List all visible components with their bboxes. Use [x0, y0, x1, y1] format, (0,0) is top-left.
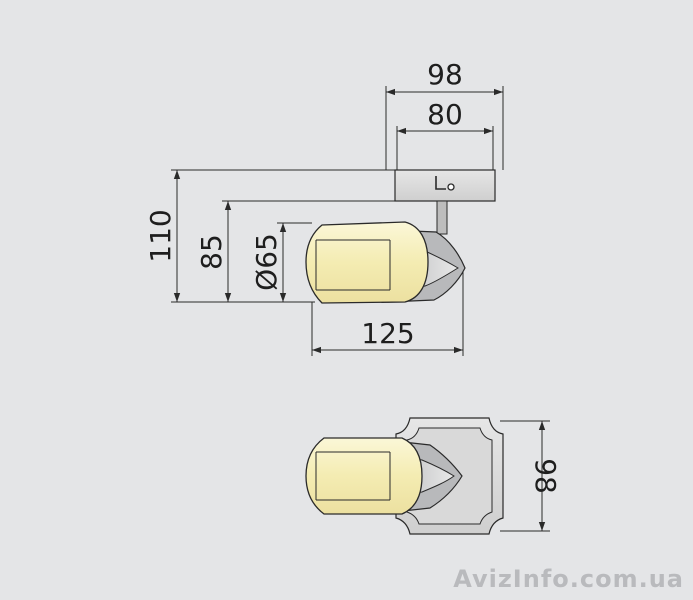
- lamp-head: [305, 221, 466, 304]
- top-view: [305, 417, 550, 535]
- ceiling-base: [394, 169, 496, 202]
- watermark: AvizInfo.com.ua: [453, 565, 684, 593]
- switch-icon: [435, 176, 446, 190]
- dim-label-85: 85: [195, 234, 228, 270]
- dim-label-80: 80: [427, 98, 463, 131]
- lamp-head-top: [305, 437, 463, 515]
- stem: [436, 200, 448, 235]
- dim-label-98-top: 98: [427, 58, 463, 91]
- dim-label-125: 125: [361, 317, 414, 350]
- dim-label-65: Ø65: [250, 233, 283, 291]
- side-view: [171, 86, 504, 356]
- dim-label-98-right: 98: [529, 458, 562, 494]
- dim-label-110: 110: [144, 209, 177, 262]
